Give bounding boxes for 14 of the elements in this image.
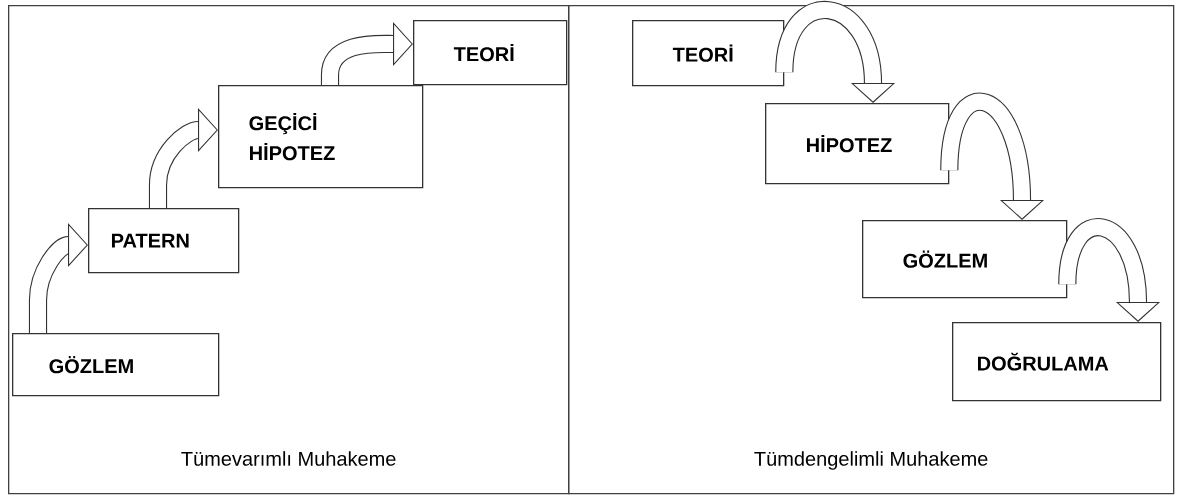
process-box: GEÇİCİ HİPOTEZ (218, 85, 424, 189)
process-box: HİPOTEZ (765, 103, 950, 185)
block-arrow (1058, 218, 1161, 322)
process-box: DOĞRULAMA (952, 322, 1162, 402)
block-arrow (940, 93, 1045, 220)
block-arrow (320, 21, 413, 85)
block-arrow (775, 1, 896, 103)
process-box: TEORİ (632, 20, 785, 87)
process-box: TEORİ (413, 20, 568, 86)
process-box: PATERN (88, 208, 240, 274)
process-box: GÖZLEM (12, 333, 220, 397)
block-arrow (148, 107, 218, 208)
process-box: GÖZLEM (862, 220, 1068, 299)
block-arrow (28, 222, 88, 333)
